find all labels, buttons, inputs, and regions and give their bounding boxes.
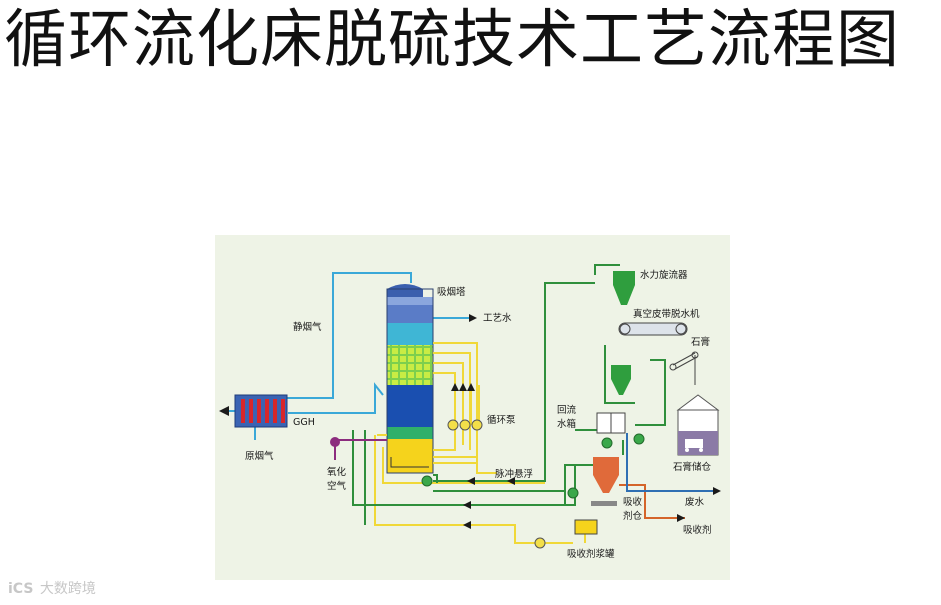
absorbent-arrow (677, 514, 685, 522)
label-raw-flue-gas: 原烟气 (245, 450, 274, 462)
label-gypsum: 石膏 (691, 336, 710, 348)
label-slurry-tank: 吸收剂浆罐 (567, 548, 615, 560)
label-clean-flue-gas: 静烟气 (293, 321, 322, 333)
absorbent-silo (591, 457, 619, 506)
flow-arrows (463, 477, 515, 529)
label-vacuum-belt-filter: 真空皮带脱水机 (633, 308, 700, 320)
label-hydrocyclone: 水力旋流器 (640, 269, 688, 281)
gypsum-silo (676, 394, 720, 456)
absorber-tower (386, 284, 434, 474)
reflux-water-tank (596, 412, 626, 434)
watermark-logo: iCS (8, 581, 34, 597)
secondary-cyclone (611, 365, 631, 395)
watermark: iCS 大数跨境 (8, 578, 96, 598)
label-ggh: GGH (293, 417, 315, 428)
label-absorbent: 吸收剂 (683, 524, 712, 536)
label-reflux-tank-2: 水箱 (557, 418, 576, 430)
absorbent-line (619, 484, 685, 519)
label-oxidation-air-2: 空气 (327, 480, 347, 492)
label-circulation-pump: 循环泵 (487, 414, 516, 426)
label-waste-water: 废水 (685, 496, 705, 508)
ggh-heat-exchanger (234, 394, 288, 428)
hydrocyclone (613, 271, 635, 305)
recirculation-lines (352, 264, 666, 525)
diagram-background (215, 235, 730, 580)
fgd-process-diagram: 吸烟塔 工艺水 静烟气 GGH 原烟气 氧化 空气 循环泵 脉冲悬浮 水力旋流器… (215, 235, 730, 580)
slurry-lines (374, 342, 586, 544)
label-reflux-tank-1: 回流 (557, 404, 577, 416)
label-gypsum-silo: 石膏储仓 (673, 461, 712, 473)
label-absorber: 吸烟塔 (437, 286, 466, 298)
vacuum-belt-filter (618, 322, 688, 336)
outlet-arrow (219, 406, 229, 416)
watermark-text: 大数跨境 (39, 581, 96, 597)
process-water-arrow (469, 314, 477, 322)
recirculation-pumps (421, 433, 645, 499)
spray-arrows (451, 383, 475, 391)
label-process-water: 工艺水 (483, 312, 512, 324)
gypsum-conveyor (669, 351, 699, 385)
absorbent-slurry-tank (574, 519, 598, 535)
label-oxidation-air-1: 氧化 (327, 466, 347, 478)
circulation-pumps (447, 419, 483, 431)
slurry-feed-pump (534, 537, 546, 549)
waste-water-line (626, 433, 715, 492)
oxidation-air-blower (330, 437, 340, 447)
page-title: 循环流化床脱硫技术工艺流程图 (4, 3, 900, 76)
waste-water-arrow (713, 487, 721, 495)
label-pulse-suspension: 脉冲悬浮 (495, 468, 533, 480)
label-absorbent-silo-2: 剂仓 (623, 510, 643, 522)
label-absorbent-silo-1: 吸收 (623, 496, 643, 508)
